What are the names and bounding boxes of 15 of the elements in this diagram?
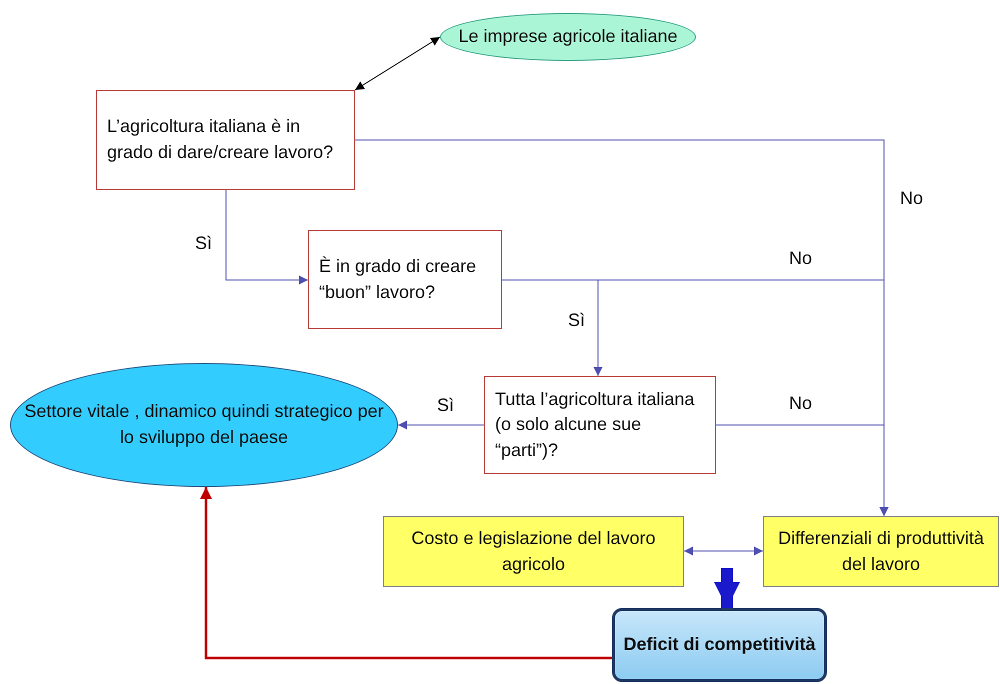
process-box: Differenziali di produttività del lavoro (763, 516, 999, 587)
arrow (684, 546, 764, 556)
arrow (200, 487, 612, 660)
process-box: Costo e legislazione del lavoro agricolo (383, 516, 684, 587)
question-box: Tutta l’agricoltura italiana (o solo alcune sue “parti”)? (484, 376, 716, 474)
block-arrow (714, 568, 740, 608)
arrow (354, 36, 440, 90)
ellipse-node: Settore vitale , dinamico quindi strategico per lo sviluppo del paese (10, 363, 398, 487)
arrow (716, 424, 888, 516)
arrow (226, 190, 308, 284)
question-box: È in grado di creare “buon” lavoro? (308, 230, 502, 329)
arrow (398, 420, 484, 430)
result-box: Deficit di competitività (612, 608, 827, 682)
ellipse-node: Le imprese agricole italiane (440, 13, 696, 61)
question-box: L’agricoltura italiana è in grado di dare/creare lavoro? (96, 90, 355, 190)
